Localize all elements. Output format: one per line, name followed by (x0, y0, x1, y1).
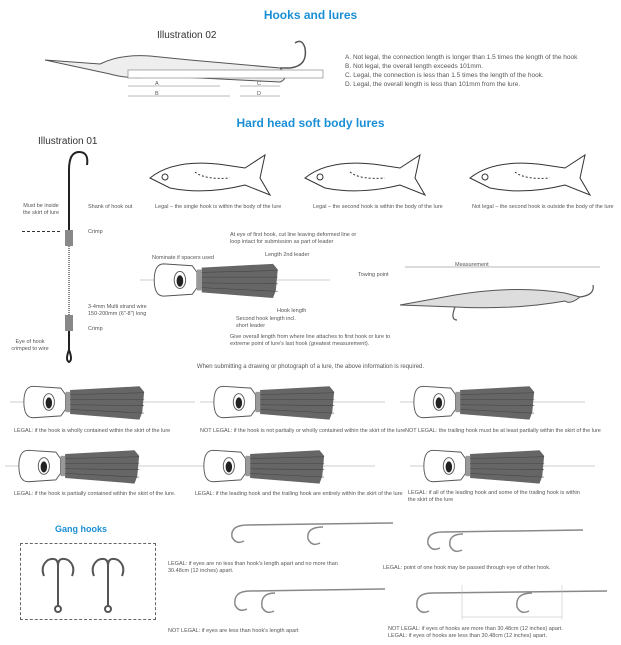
shank-label: Shank of hook out (88, 204, 133, 210)
crimp-label-2: Crimp (88, 326, 103, 332)
gang-hook-legal-spacing (231, 522, 394, 546)
length-2nd-leader-label: Length 2nd leader (265, 252, 310, 258)
fish-lure-single-hook (145, 150, 275, 200)
fish-lure-two-hooks-not-legal (465, 150, 595, 200)
note-b: B. Not legal, the overall length exceeds… (345, 63, 484, 70)
ruler-letter-c: C (257, 81, 261, 87)
treble-hooks-icon (41, 557, 125, 613)
wire-label: 3-4mm Multi strand wire 150-200mm (6"-8"… (88, 304, 147, 317)
note-d: D. Legal, the overall length is less tha… (345, 81, 521, 88)
skirt-caption-4: LEGAL: if the hook is partially containe… (14, 491, 176, 497)
illustration-02-notes: A. Not legal, the connection length is l… (345, 53, 615, 89)
skirt-lure-6 (410, 449, 595, 485)
heading-hooks-and-lures: Hooks and lures (263, 8, 358, 22)
fish-caption-2: Legal – the second hook is within the bo… (313, 204, 443, 210)
fish-caption-1: Legal – the single hook is within the bo… (155, 204, 282, 210)
overall-length-note: Give overall length from where line atta… (230, 334, 391, 347)
skirt-line (22, 231, 60, 232)
gang-caption-4-line-1: NOT LEGAL: if eyes of hooks are more tha… (388, 626, 563, 632)
fish-lure-two-hooks-legal (300, 150, 430, 200)
gang-hook-through-eye (427, 529, 584, 553)
cut-line-note: At eye of first hook, cut line leaving d… (230, 232, 357, 245)
gang-caption-1: LEGAL: if eyes are no less than hook's l… (168, 561, 338, 574)
skirt-caption-1: LEGAL: if the hook is wholly contained w… (14, 428, 171, 434)
ruler-letter-b: B (155, 91, 159, 97)
skirt-lure-1 (10, 385, 195, 421)
illustration-02-label: Illustration 02 (157, 30, 217, 41)
hook-length-label: Hook length (277, 308, 307, 314)
skirt-lure-4 (5, 449, 190, 485)
note-a: A. Not legal, the connection length is l… (345, 54, 578, 61)
fish-caption-3: Not legal – the second hook is outside t… (472, 204, 614, 210)
hook-wire-illustration (65, 150, 89, 364)
towing-point-label: Towing point (358, 272, 389, 278)
must-be-inside-label: Must be inside the skirt of lure (22, 203, 60, 216)
gang-caption-4: NOT LEGAL: if eyes of hooks are more tha… (388, 626, 563, 640)
crimp-label: Crimp (88, 229, 103, 235)
illustration-01-label: Illustration 01 (38, 136, 98, 147)
lure-ruler-illustration (44, 40, 324, 97)
second-hook-length-label: Second hook length incl. short leader (236, 316, 296, 329)
gang-caption-2: LEGAL: point of one hook may be passed t… (383, 565, 551, 571)
eye-of-hook-label: Eye of hook crimped to wire (11, 339, 49, 352)
gang-hook-too-close (234, 588, 386, 614)
skirt-caption-5: LEGAL: if the leading hook and the trail… (195, 491, 403, 497)
skirt-caption-3: NOT LEGAL: the trailing hook must be at … (405, 428, 601, 434)
gang-caption-3: NOT LEGAL: if eyes are less than hook's … (168, 628, 299, 634)
skirt-lure-2 (200, 385, 385, 421)
skirt-caption-6: LEGAL: if all of the leading hook and so… (408, 490, 580, 503)
heading-hard-head: Hard head soft body lures (236, 116, 385, 130)
ruler-letter-a: A (155, 81, 159, 87)
skirt-caption-2: NOT LEGAL: if the hook is not partially … (200, 428, 406, 434)
skirt-measurement-diagram (140, 263, 330, 299)
skirt-lure-3 (400, 385, 585, 421)
submit-note: When submitting a drawing or photograph … (196, 364, 425, 370)
gang-hooks-box (20, 543, 156, 620)
measurement-label: Measurement (455, 262, 489, 268)
gang-caption-4-line-2: LEGAL: if eyes of hooks are less than 30… (388, 633, 547, 639)
note-c: C. Legal, the connection is less than 1.… (345, 72, 544, 79)
gang-hooks-heading: Gang hooks (55, 524, 108, 534)
gang-hook-too-far (416, 585, 608, 620)
lure-measurement-diagram (399, 266, 600, 321)
spacers-label: Nominate if spacers used (152, 255, 215, 261)
skirt-lure-5 (190, 449, 375, 485)
ruler-letter-d: D (257, 91, 261, 97)
